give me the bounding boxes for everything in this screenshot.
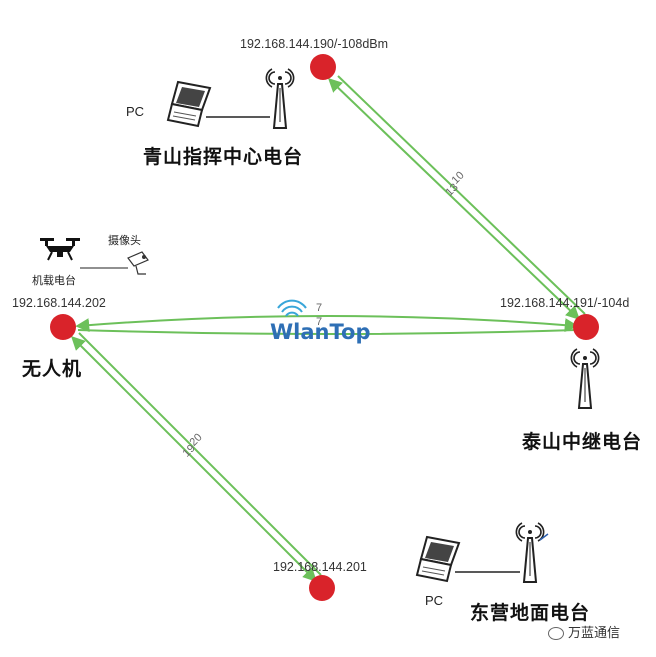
node-qingshan[interactable] xyxy=(310,54,336,80)
pc-label-dongying: PC xyxy=(425,593,444,608)
watermark: 万蓝通信 xyxy=(548,622,620,641)
name-uav: 无人机 xyxy=(22,358,83,380)
wifi-icon xyxy=(277,299,307,317)
camera-label: 摄像头 xyxy=(108,234,141,247)
name-qingshan: 青山指挥中心电台 xyxy=(143,146,304,168)
node-dongying[interactable] xyxy=(309,575,335,601)
laptop-icon xyxy=(166,80,212,128)
laptop-icon xyxy=(415,535,461,583)
link-label: 7 xyxy=(316,302,323,314)
drone-icon xyxy=(40,238,80,261)
name-taishan: 泰山中继电台 xyxy=(522,431,643,453)
link-label: 7 xyxy=(316,316,323,328)
pc-label-qingshan: PC xyxy=(126,104,145,119)
link-uav-dongying xyxy=(71,332,322,582)
uav-radio-label: 机载电台 xyxy=(32,274,76,287)
node-uav[interactable] xyxy=(50,314,76,340)
radio-antenna-icon xyxy=(515,522,549,583)
ip-dongying: 192.168.144.201 xyxy=(273,560,367,574)
name-dongying: 东营地面电台 xyxy=(470,602,591,624)
ip-qingshan: 192.168.144.190/-108dBm xyxy=(240,37,389,51)
ip-uav: 192.168.144.202 xyxy=(12,296,106,310)
wechat-icon xyxy=(548,627,564,640)
ip-taishan: 192.168.144.191/-104d xyxy=(500,296,630,310)
camera-icon xyxy=(127,251,149,275)
node-taishan[interactable] xyxy=(573,314,599,340)
link-uav-taishan xyxy=(75,315,579,335)
watermark-text: 万蓝通信 xyxy=(568,626,621,641)
link-qingshan-taishan xyxy=(327,75,586,320)
wlantop-logo: WlanTop xyxy=(270,320,371,344)
radio-antenna-icon xyxy=(265,68,295,129)
radio-antenna-icon xyxy=(570,348,600,409)
